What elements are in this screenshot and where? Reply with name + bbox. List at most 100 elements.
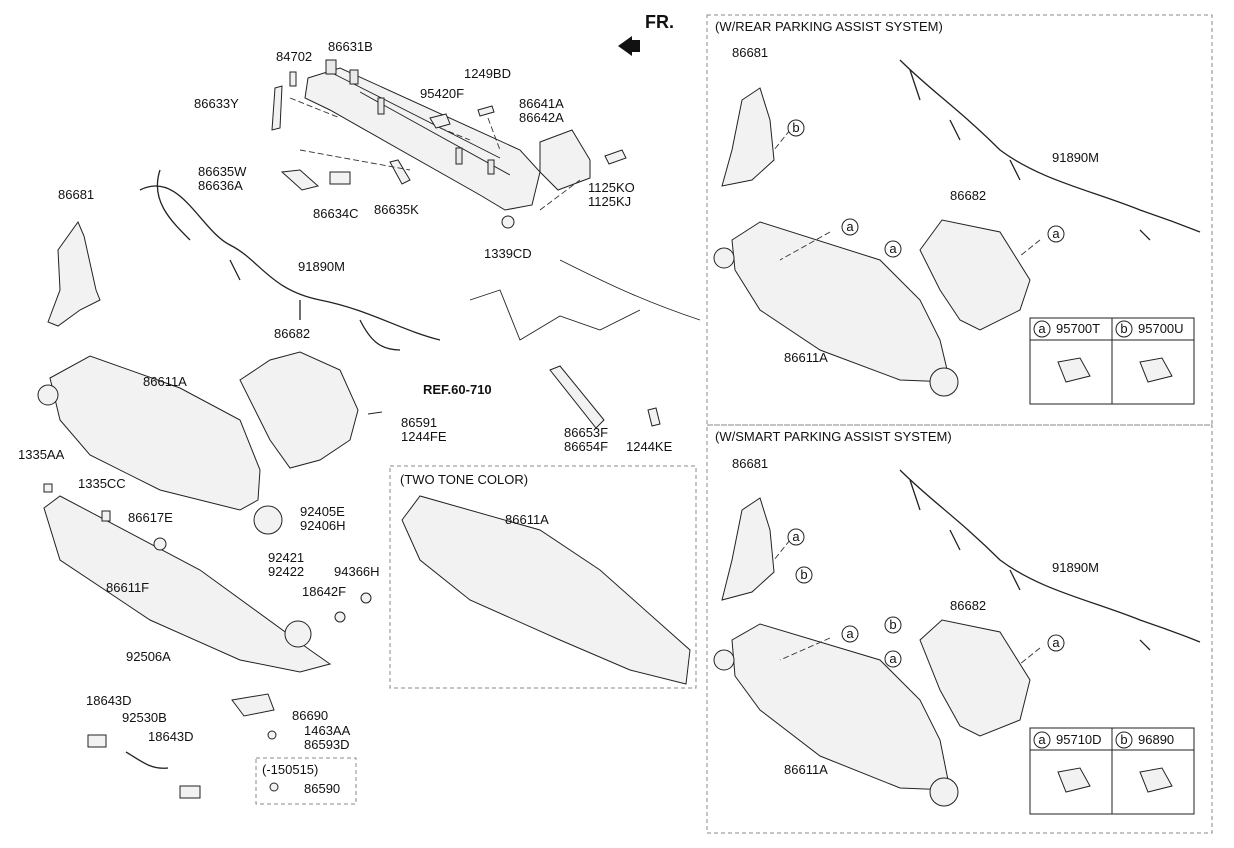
reflector-92405e-part: [284, 620, 312, 648]
clip-86634c-part: [329, 171, 351, 185]
rear-bumper-cover-86611a-part: [49, 355, 261, 511]
smart-box-title: (W/SMART PARKING ASSIST SYSTEM): [715, 429, 952, 444]
two-tone-part-label: 86611A: [505, 512, 549, 527]
bulb-94366h-part: [360, 592, 372, 604]
side-bracket-86681-part: [47, 220, 101, 327]
bumper-reinforcement-part: [304, 59, 541, 211]
bracket-86641a-part: [539, 129, 591, 191]
bracket-86635k-part: [389, 159, 411, 185]
smart-parking-assist-box: [706, 424, 1213, 834]
part-label-92406h: 92406H: [300, 518, 346, 533]
lamp-18643d-part: [87, 734, 107, 748]
clip-1335aa-part: [43, 483, 53, 493]
rear-marker-a-0: a: [846, 219, 854, 234]
part-label-1463aa: 1463AA: [304, 723, 351, 738]
rear-marker-a-0-circle: [841, 218, 859, 236]
rear-legend-marker-b-circle: [1115, 320, 1133, 338]
smart-marker-a-0: a: [792, 529, 800, 544]
rear-parking-assist-box: [706, 14, 1213, 426]
body-panel-outline: [469, 289, 641, 341]
smart-marker-b-1-circle: [795, 566, 813, 584]
part-label-18643d: 18643D: [148, 729, 194, 744]
wiring-harness-91890m-part: [139, 185, 441, 341]
smart-marker-a-4: a: [889, 651, 897, 666]
smart-bumper-part: [731, 623, 951, 791]
smart-legend-marker-b: b: [1120, 732, 1127, 747]
rear-marker-a-3: a: [1052, 226, 1060, 241]
smart-label-91890m: 91890M: [1052, 560, 1099, 575]
rear-label-91890m: 91890M: [1052, 150, 1099, 165]
part-label-1244ke: 1244KE: [626, 439, 673, 454]
part-label-ref-60-710: REF.60-710: [423, 382, 492, 397]
bracket-86633y-part: [271, 85, 283, 131]
part-label-92422: 92422: [268, 564, 304, 579]
clip-84702-part: [289, 71, 297, 87]
part-label-86611f: 86611F: [106, 580, 149, 595]
screw-1463aa-part: [267, 730, 277, 740]
part-label-84702: 84702: [276, 49, 312, 64]
rear-legend-marker-a-circle: [1033, 320, 1051, 338]
fr-label: FR.: [645, 12, 674, 32]
rear-wiring-harness-part: [899, 59, 1201, 233]
smart-side-cover-part: [919, 619, 1031, 737]
rear-marker-b-1-circle: [787, 119, 805, 137]
main-part-labels: 8470286631B86633Y95420F1249BD86641A86642…: [18, 39, 673, 796]
part-label-86611a: 86611A: [143, 374, 187, 389]
front-arrow-icon: [618, 36, 640, 56]
smart-marker-a-4-circle: [884, 650, 902, 668]
part-label-86681: 86681: [58, 187, 94, 202]
two-tone-bumper-part: [401, 495, 691, 685]
bracket-86653f-part: [549, 365, 605, 429]
bolt-1125ko-part: [604, 149, 627, 165]
part-label-86593d: 86593D: [304, 737, 350, 752]
part-label-18643d: 18643D: [86, 693, 132, 708]
bolt-1244ke-part: [647, 407, 661, 427]
smart-marker-b-3: b: [889, 617, 896, 632]
smart-marker-a-5-circle: [1047, 634, 1065, 652]
rear-legend-code-95700u: 95700U: [1138, 321, 1184, 336]
part-label-86590: 86590: [304, 781, 340, 796]
part-label-86617e: 86617E: [128, 510, 173, 525]
rear-label-86681: 86681: [732, 45, 768, 60]
rear-label-86682: 86682: [950, 188, 986, 203]
screw-1249bd-part: [477, 105, 495, 117]
rear-legend-marker-a: a: [1038, 321, 1046, 336]
part-label-18642f: 18642F: [302, 584, 346, 599]
bracket-86635w-part: [280, 169, 320, 191]
part-label-92421: 92421: [268, 550, 304, 565]
part-label-86636a: 86636A: [198, 178, 243, 193]
part-label-86631b: 86631B: [328, 39, 373, 54]
part-label-86591: 86591: [401, 415, 437, 430]
rear-box-title: (W/REAR PARKING ASSIST SYSTEM): [715, 19, 943, 34]
date-range-label: (-150515): [262, 762, 318, 777]
socket-18642f-part: [334, 611, 346, 623]
two-tone-color-box: [389, 465, 697, 689]
bumper-left-vent-part: [37, 384, 59, 406]
smart-marker-a-2-circle: [841, 625, 859, 643]
smart-side-bracket-part: [721, 497, 775, 601]
smart-legend-code-95710d: 95710D: [1056, 732, 1102, 747]
part-label-86642a: 86642A: [519, 110, 564, 125]
cover-86690-part: [231, 693, 275, 717]
sensor-95710d-part: [1057, 767, 1091, 793]
part-label-86654f: 86654F: [564, 439, 608, 454]
smart-legend-marker-a: a: [1038, 732, 1046, 747]
plug-86617e-part: [153, 537, 167, 551]
rear-side-bracket-part: [721, 87, 775, 187]
part-label-86653f: 86653F: [564, 425, 608, 440]
smart-label-86682: 86682: [950, 598, 986, 613]
smart-label-86681: 86681: [732, 456, 768, 471]
date-range-box: [255, 757, 357, 805]
smart-marker-a-2: a: [846, 626, 854, 641]
smart-legend-code-96890: 96890: [1138, 732, 1174, 747]
sensor-95700t-part: [1057, 357, 1091, 383]
part-label-1125ko: 1125KO: [588, 180, 635, 195]
rear-bumper-part: [731, 221, 951, 383]
part-label-86634c: 86634C: [313, 206, 359, 221]
sensor-bracket-95420f-part: [429, 113, 451, 129]
part-label-86635w: 86635W: [198, 164, 247, 179]
lower-skirt-86611f-part: [43, 495, 332, 673]
part-label-86635k: 86635K: [374, 202, 419, 217]
